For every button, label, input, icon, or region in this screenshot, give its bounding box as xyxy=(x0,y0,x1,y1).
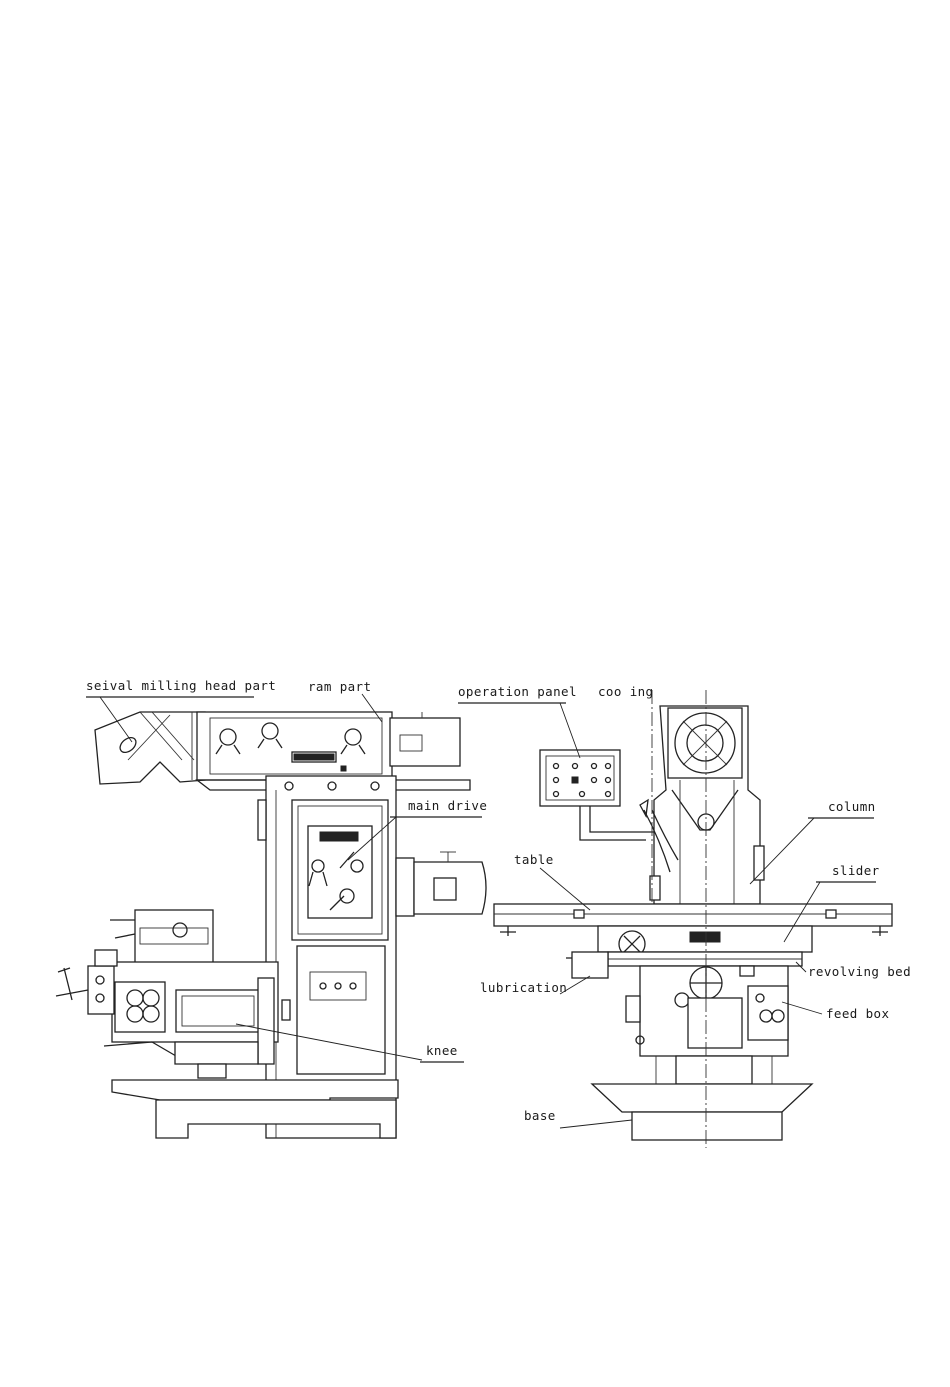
side-view xyxy=(56,712,486,1138)
operation-panel xyxy=(540,750,654,840)
label-revolving-bed: revolving bed xyxy=(808,964,911,979)
label-operation-panel: operation panel xyxy=(458,684,577,699)
front-knee-feedbox xyxy=(626,966,788,1084)
side-knee-assembly xyxy=(56,910,278,1078)
front-view xyxy=(494,690,892,1148)
front-column xyxy=(640,706,764,904)
label-ram: ram part xyxy=(308,679,371,694)
label-knee: knee xyxy=(426,1043,458,1058)
front-base xyxy=(592,1084,812,1140)
label-column: column xyxy=(828,799,876,814)
label-main-drive: main drive xyxy=(408,798,487,813)
label-slider: slider xyxy=(832,863,880,878)
label-base: base xyxy=(524,1108,556,1123)
label-cooling: coo ing xyxy=(598,684,653,699)
swivel-milling-head xyxy=(95,712,205,784)
label-feed-box: feed box xyxy=(826,1006,889,1021)
label-table: table xyxy=(514,852,554,867)
leader-base xyxy=(560,1120,632,1128)
main-drive-motor xyxy=(396,852,486,916)
label-lubrication: lubrication xyxy=(480,980,567,995)
label-swivel-head: seival milling head part xyxy=(86,678,276,693)
